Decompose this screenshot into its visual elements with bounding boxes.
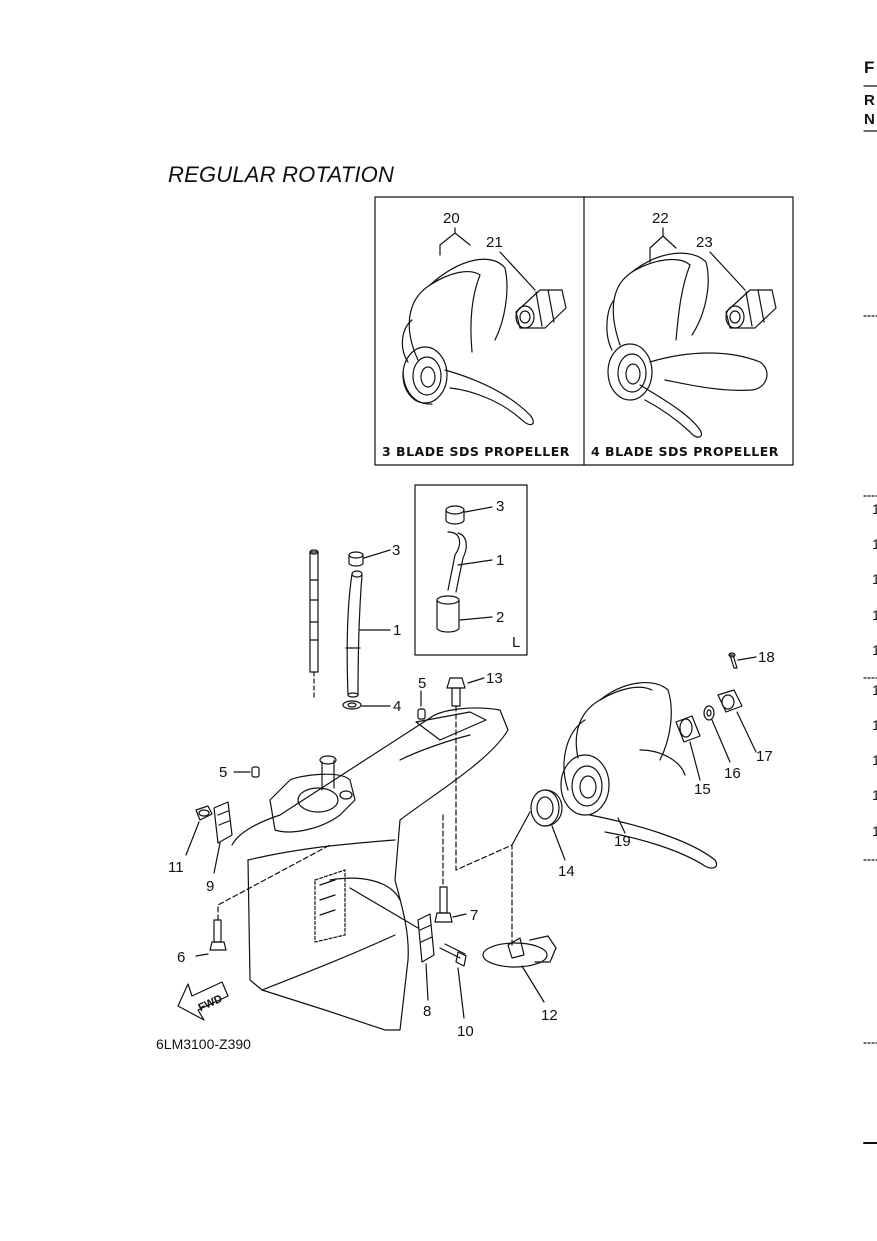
edge-number: 1 xyxy=(872,823,877,839)
nut-and-anode-bracket xyxy=(185,801,233,874)
fwd-label: FWD xyxy=(197,993,225,1014)
edge-number: 1 xyxy=(872,682,877,698)
callout-15: 15 xyxy=(694,781,711,798)
bolt-7 xyxy=(434,814,467,923)
edge-number: 1 xyxy=(872,752,877,768)
edge-number: 1 xyxy=(872,536,877,552)
callout-12: 12 xyxy=(541,1007,558,1024)
callout-11: 11 xyxy=(168,859,184,876)
bolt-10 xyxy=(439,943,467,1019)
callout-20: 20 xyxy=(443,210,460,227)
edge-number: 1 xyxy=(872,607,877,623)
callout-19: 19 xyxy=(614,833,631,850)
callout-5: 5 xyxy=(418,675,426,692)
callout-23: 23 xyxy=(696,234,713,251)
propeller-hardware xyxy=(675,652,757,781)
three-blade-caption: 3 BLADE SDS PROPELLER xyxy=(382,444,570,459)
four-blade-thrust-hub xyxy=(725,289,777,329)
lower-casing xyxy=(231,707,509,1031)
edge-rules xyxy=(863,85,877,1144)
detail-callout-3: 3 xyxy=(496,498,504,515)
detail-callout-2: 2 xyxy=(496,609,504,626)
callout-1: 1 xyxy=(393,622,401,639)
thrust-bushing-14 xyxy=(530,789,566,861)
callout-5: 5 xyxy=(219,764,227,781)
shift-shaft xyxy=(309,549,319,701)
page-title: REGULAR ROTATION xyxy=(168,162,395,187)
edge-number: 1 xyxy=(872,571,877,587)
callout-4: 4 xyxy=(393,698,401,715)
water-tube-assembly xyxy=(342,551,364,710)
inset-callout-lines xyxy=(439,227,746,291)
callout-21: 21 xyxy=(486,234,503,251)
edge-number: 1 xyxy=(872,642,877,658)
anode-plate-12 xyxy=(455,811,557,1003)
propeller-19 xyxy=(560,682,718,869)
fwd-arrow-icon xyxy=(177,981,229,1021)
bolt-6 xyxy=(195,844,331,957)
bolt-13 xyxy=(446,677,485,871)
three-blade-thrust-hub xyxy=(515,289,567,329)
callout-17: 17 xyxy=(756,748,773,765)
edge-header-n: N xyxy=(864,111,875,128)
edge-number: 1 xyxy=(872,717,877,733)
trim-anode-8 xyxy=(349,887,435,1001)
callout-13: 13 xyxy=(486,670,503,687)
propeller-inset-frame xyxy=(374,196,794,466)
callout-7: 7 xyxy=(470,907,478,924)
edge-header-r: R xyxy=(864,92,875,109)
edge-number: 1 xyxy=(872,501,877,517)
dowel-pins xyxy=(233,690,426,778)
callout-10: 10 xyxy=(457,1023,474,1040)
edge-header-f: F xyxy=(864,58,875,77)
figure-code: 6LM3100-Z390 xyxy=(156,1036,251,1052)
callout-22: 22 xyxy=(652,210,669,227)
callout-6: 6 xyxy=(177,949,185,966)
four-blade-caption: 4 BLADE SDS PROPELLER xyxy=(591,444,779,459)
four-blade-propeller xyxy=(606,252,768,438)
callout-14: 14 xyxy=(558,863,575,880)
detail-callout-1: 1 xyxy=(496,552,504,569)
detail-label-l: L xyxy=(512,634,520,651)
three-blade-propeller xyxy=(401,258,534,426)
callout-18: 18 xyxy=(758,649,775,666)
callout-8: 8 xyxy=(423,1003,431,1020)
callout-3: 3 xyxy=(392,542,400,559)
detail-l-inset xyxy=(414,484,528,656)
edge-number: 1 xyxy=(872,787,877,803)
callout-16: 16 xyxy=(724,765,741,782)
callout-9: 9 xyxy=(206,878,214,895)
